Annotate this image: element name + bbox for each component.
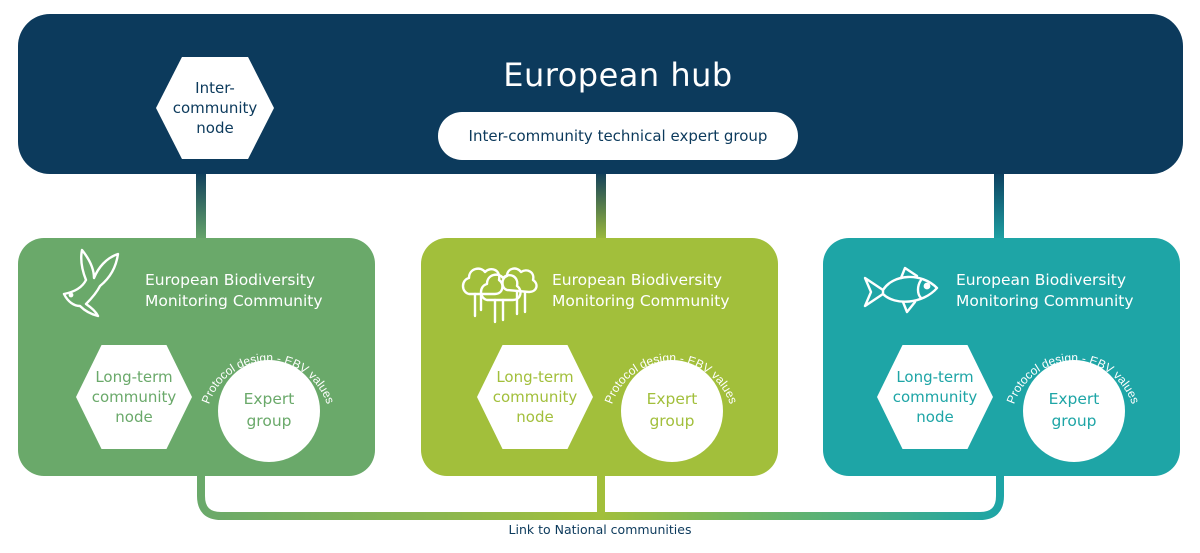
- community-card-terrestrial-fauna: European Biodiversity Monitoring Communi…: [18, 238, 375, 476]
- expert-group-label: Expert group: [646, 390, 698, 430]
- hub-title: European hub: [503, 56, 733, 94]
- national-link-middle: [597, 470, 605, 516]
- expert-group-label: Expert group: [243, 390, 295, 430]
- community-title: European Biodiversity Monitoring Communi…: [956, 271, 1134, 310]
- national-communities-link-label: Link to National communities: [508, 522, 692, 537]
- long-term-node-label: Long-term community node: [892, 367, 978, 427]
- expert-group-label: Expert group: [1048, 390, 1100, 430]
- long-term-node-label: Long-term community node: [91, 367, 177, 427]
- community-title: European Biodiversity Monitoring Communi…: [145, 271, 323, 310]
- technical-expert-group-label: Inter-community technical expert group: [468, 127, 768, 145]
- inter-community-node: Inter- community node: [156, 57, 274, 159]
- long-term-community-node: Long-term community node: [76, 345, 192, 449]
- long-term-node-label: Long-term community node: [492, 367, 578, 427]
- hub-link-middle: [596, 170, 606, 242]
- expert-group-circle: Expert group: [621, 360, 723, 462]
- fish-icon: [863, 266, 939, 314]
- hub-link-right: [994, 170, 1004, 242]
- community-title: European Biodiversity Monitoring Communi…: [552, 271, 730, 310]
- trees-icon: [461, 267, 538, 324]
- inter-community-node-label: Inter- community node: [172, 78, 258, 138]
- technical-expert-group: Inter-community technical expert group: [438, 112, 798, 160]
- long-term-community-node: Long-term community node: [877, 345, 993, 449]
- bird-icon: [62, 248, 120, 318]
- expert-group-circle: Expert group: [218, 360, 320, 462]
- long-term-community-node: Long-term community node: [477, 345, 593, 449]
- european-hub: European hub Inter- community node Inter…: [18, 14, 1183, 174]
- hub-link-left: [196, 170, 206, 242]
- community-card-freshwater: European Biodiversity Monitoring Communi…: [823, 238, 1180, 476]
- expert-group-circle: Expert group: [1023, 360, 1125, 462]
- community-card-terrestrial-flora: European Biodiversity Monitoring Communi…: [421, 238, 778, 476]
